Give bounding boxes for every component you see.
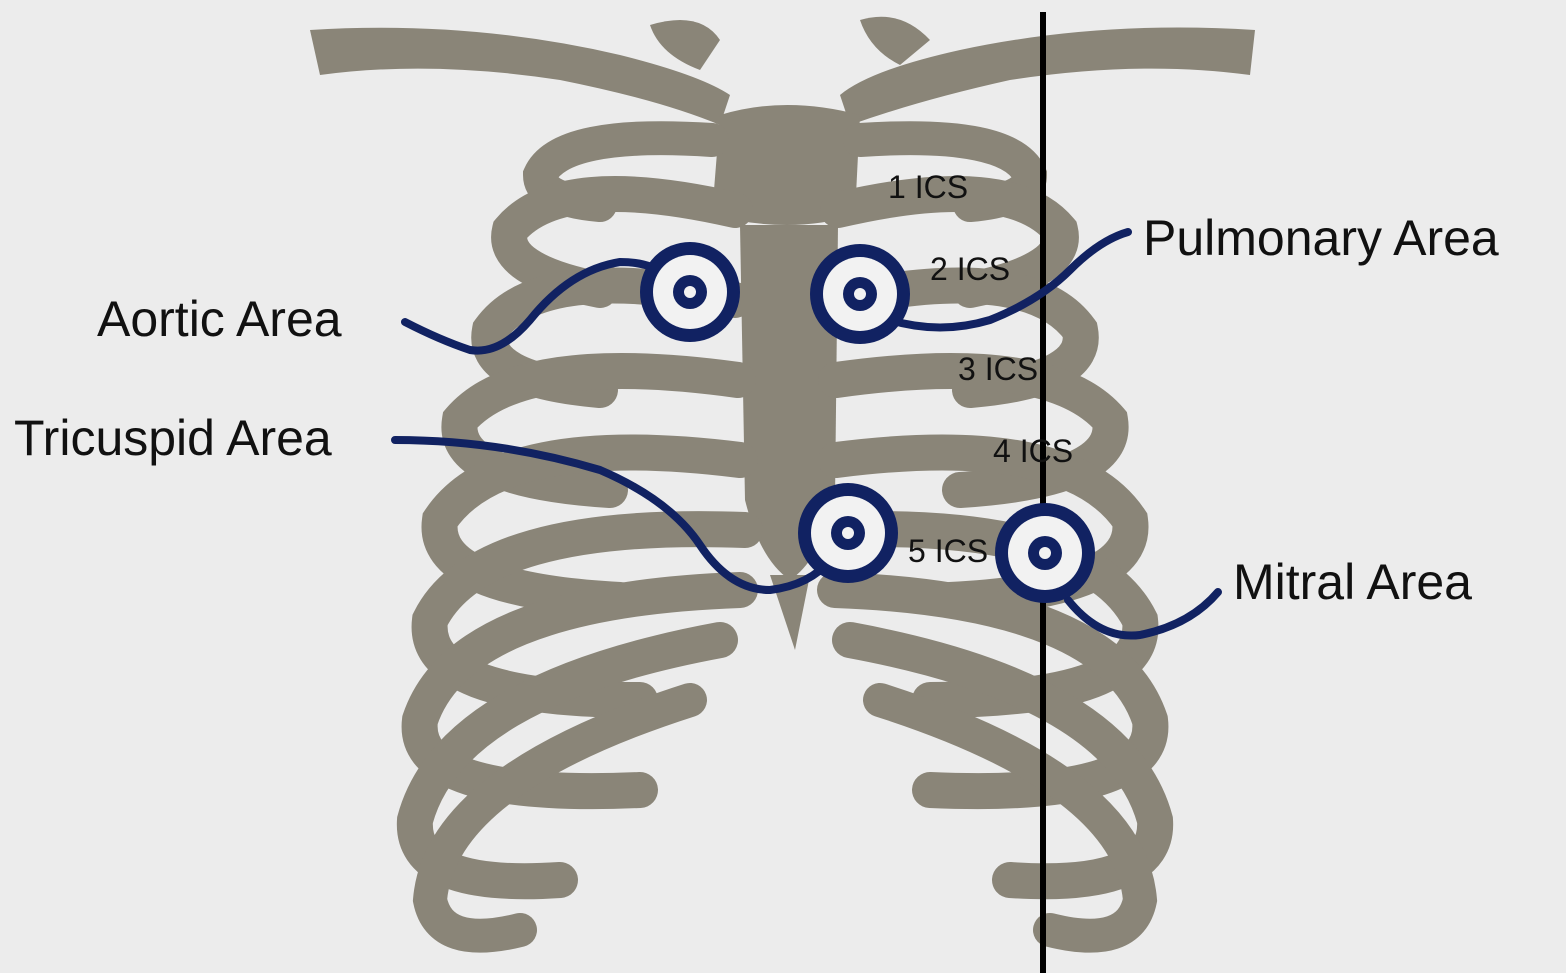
pulmonary-area-label: Pulmonary Area bbox=[1143, 210, 1499, 266]
tricuspid-marker-icon bbox=[798, 483, 898, 583]
ics-5-label: 5 ICS bbox=[908, 533, 988, 569]
rib-cage-illustration bbox=[310, 17, 1255, 936]
ics-2-label: 2 ICS bbox=[930, 251, 1010, 287]
mitral-marker-icon bbox=[995, 503, 1095, 603]
mitral-area-label: Mitral Area bbox=[1233, 554, 1472, 610]
ics-4-label: 4 ICS bbox=[993, 433, 1073, 469]
pulmonary-marker-icon bbox=[810, 244, 910, 344]
ics-1-label: 1 ICS bbox=[888, 169, 968, 205]
aortic-marker-icon bbox=[640, 242, 740, 342]
aortic-area-label: Aortic Area bbox=[97, 291, 342, 347]
ics-3-label: 3 ICS bbox=[958, 351, 1038, 387]
tricuspid-area-label: Tricuspid Area bbox=[14, 410, 332, 466]
